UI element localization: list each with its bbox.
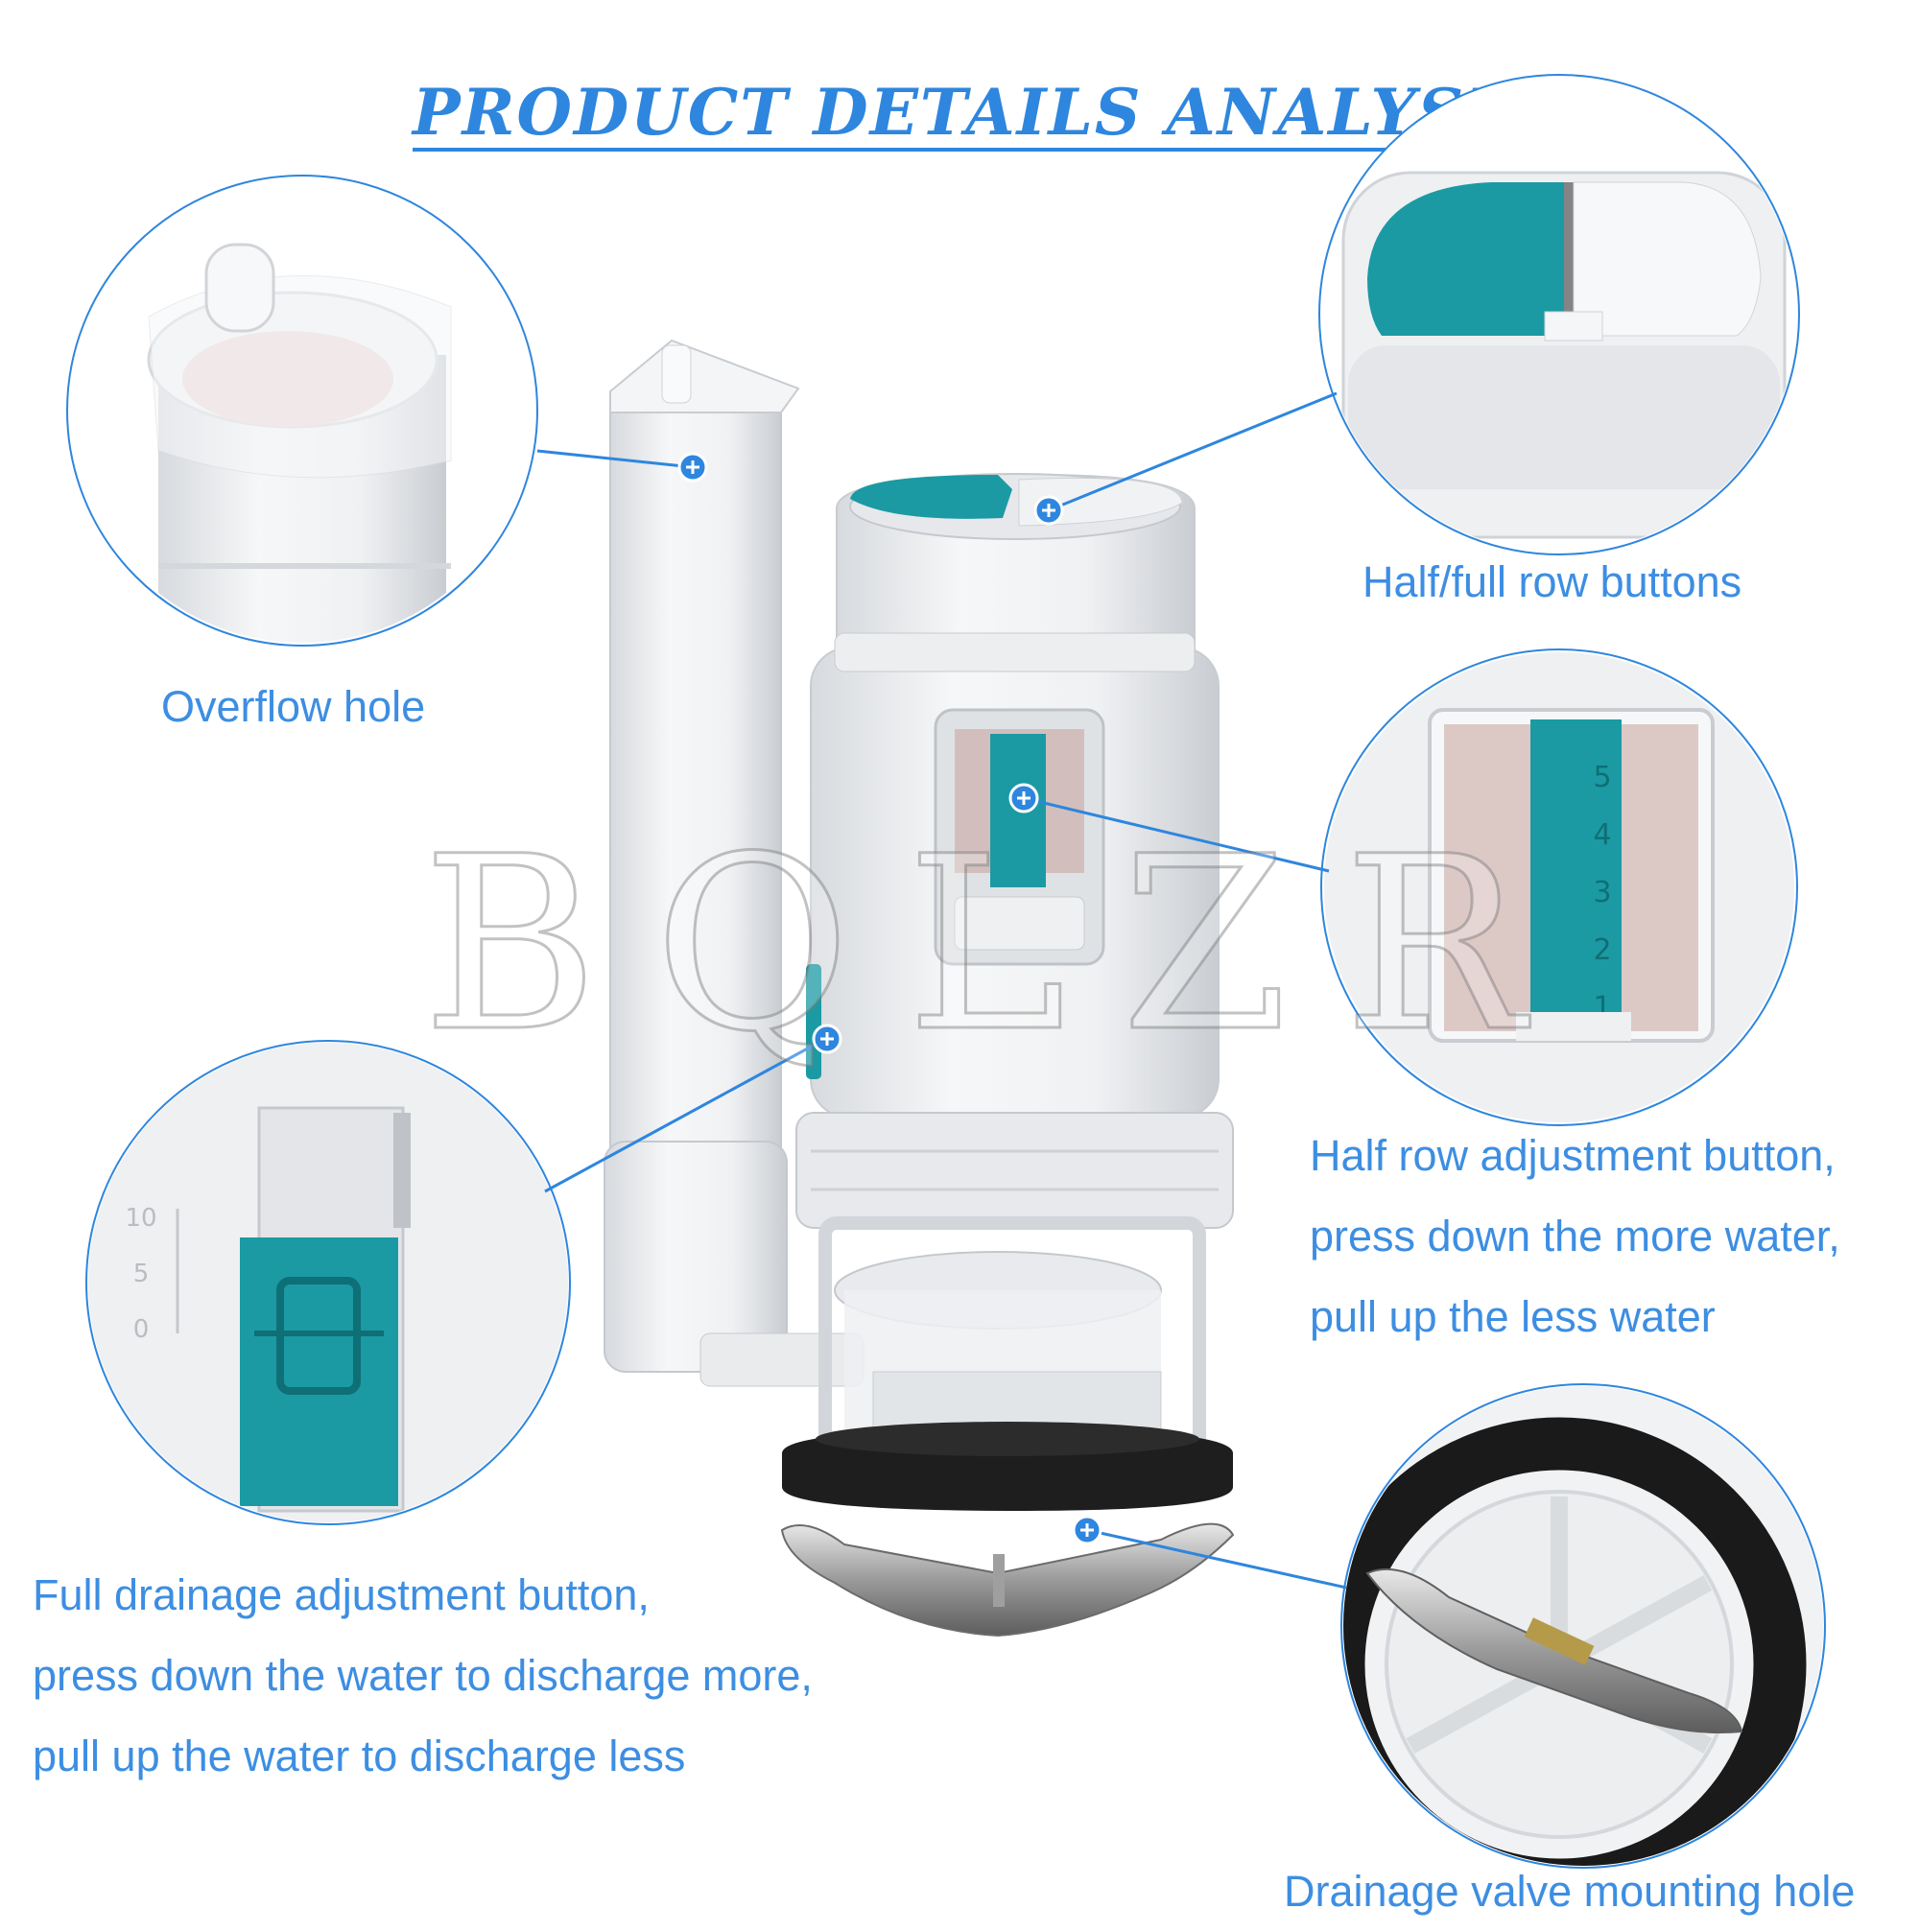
caption-line: pull up the less water	[1310, 1292, 1716, 1341]
caption-half-full-buttons: Half/full row buttons	[1362, 557, 1742, 606]
plus-marker-icon[interactable]	[1072, 1515, 1102, 1545]
caption-line: pull up the water to discharge less	[33, 1732, 686, 1780]
full-scale-0: 0	[133, 1315, 150, 1344]
half-row-adjust-magnifier: 5 4 3 2 1	[1320, 648, 1798, 1126]
caption-line: press down the more water,	[1310, 1212, 1840, 1261]
half-scale-2: 2	[1593, 933, 1611, 967]
half-scale-5: 5	[1593, 761, 1611, 794]
caption-line: press down the water to discharge more,	[33, 1651, 813, 1700]
callout-lines	[536, 391, 1347, 1590]
full-drainage-adjust-magnifier: 10 5 0	[85, 1040, 571, 1525]
overflow-hole-magnifier	[66, 175, 538, 647]
full-scale-5: 5	[133, 1260, 150, 1288]
caption-full-drainage-adjustment: Full drainage adjustment button, press d…	[33, 1555, 813, 1797]
caption-line: Half row adjustment button,	[1310, 1131, 1836, 1180]
plus-marker-icon[interactable]	[812, 1024, 842, 1054]
mounting-hole-magnifier	[1340, 1383, 1826, 1869]
half-scale-3: 3	[1593, 876, 1611, 909]
caption-line: Full drainage adjustment button,	[33, 1570, 650, 1619]
page-title: PRODUCT DETAILS ANALYSIS	[413, 75, 1545, 150]
plus-marker-icon[interactable]	[1008, 783, 1039, 813]
full-scale-10: 10	[125, 1204, 156, 1233]
watermark: BQLZR	[421, 805, 1580, 1084]
caption-half-row-adjustment: Half row adjustment button, press down t…	[1310, 1116, 1840, 1357]
caption-overflow-hole: Overflow hole	[161, 682, 426, 731]
buttons-magnifier	[1318, 74, 1800, 555]
plus-marker-icon[interactable]	[677, 452, 708, 483]
caption-mounting-hole: Drainage valve mounting hole	[1284, 1867, 1856, 1916]
plus-marker-icon[interactable]	[1033, 495, 1064, 526]
half-scale-4: 4	[1593, 818, 1611, 852]
